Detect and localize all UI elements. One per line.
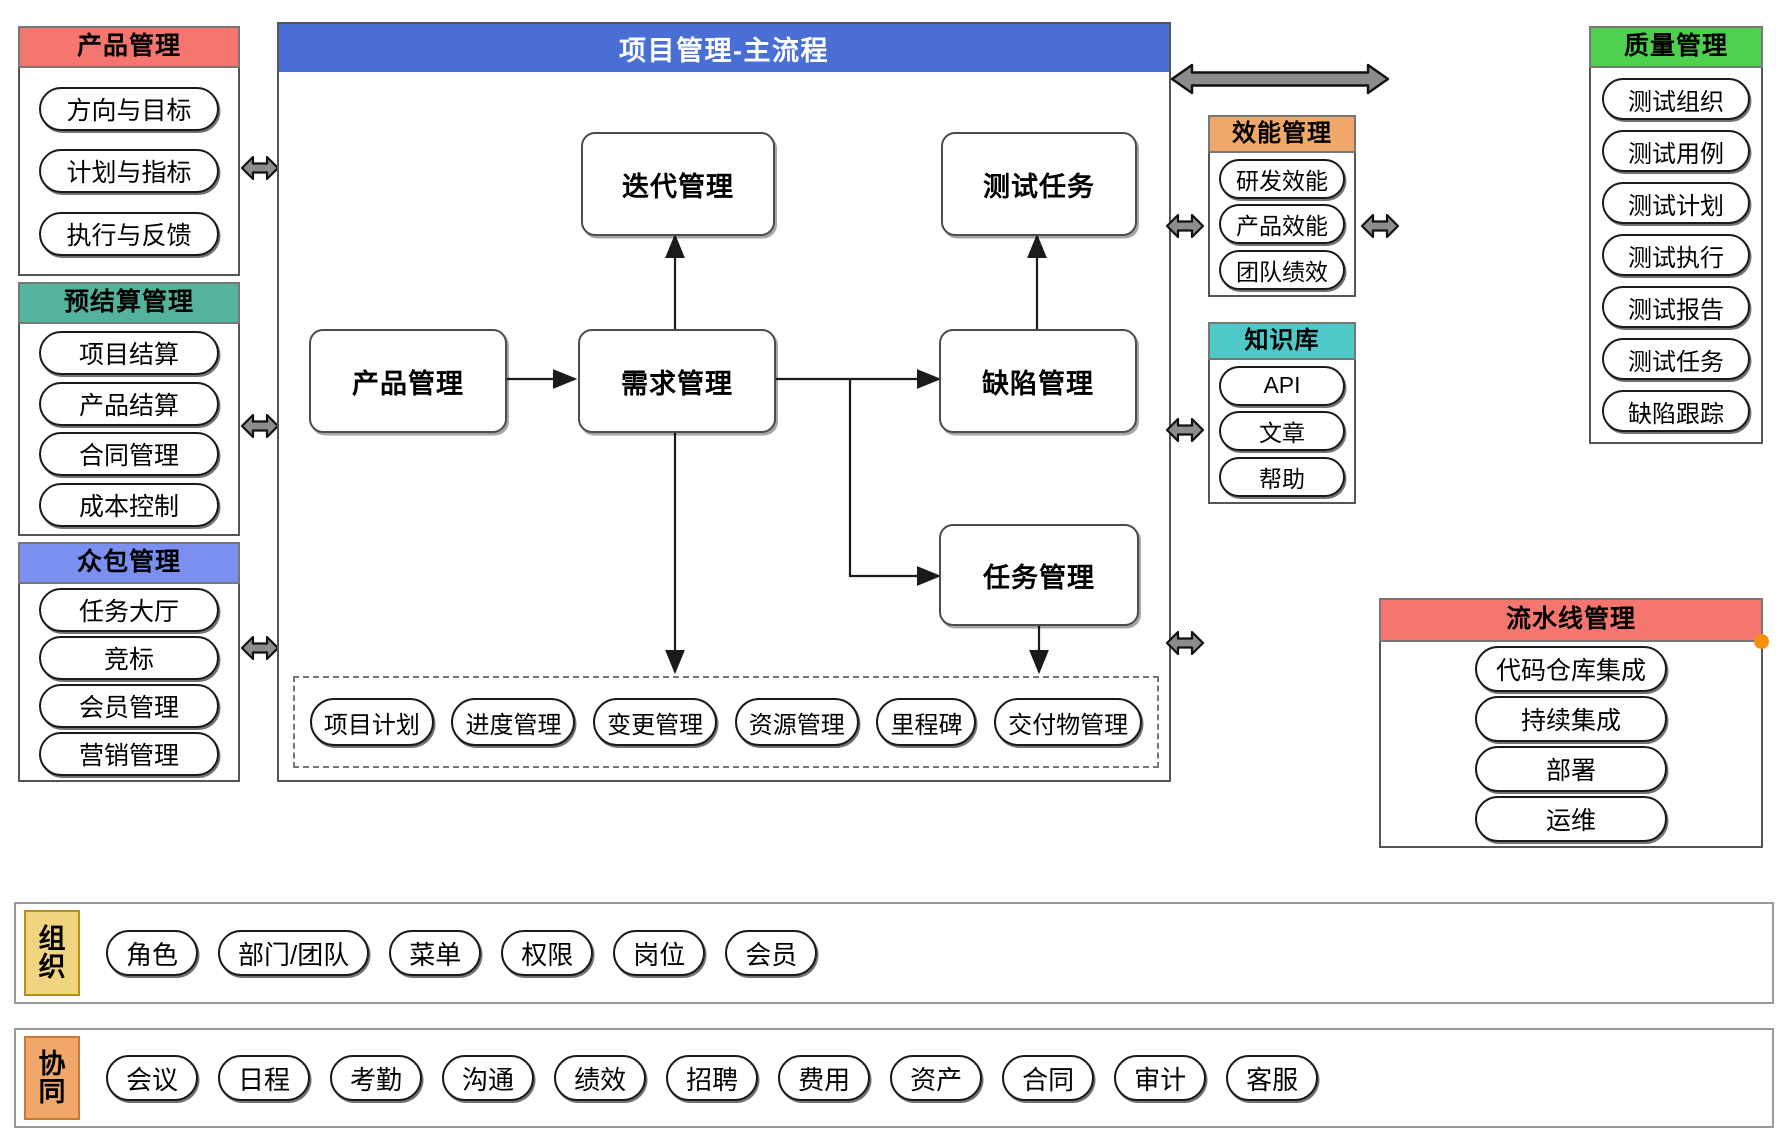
pill-rd-efficiency[interactable]: 研发效能 xyxy=(1219,158,1345,199)
pill-deployment[interactable]: 部署 xyxy=(1475,746,1667,792)
bar-label-collaboration: 协同 xyxy=(24,1036,80,1120)
pill-position[interactable]: 岗位 xyxy=(613,930,706,976)
node-requirement-management[interactable]: 需求管理 xyxy=(578,329,776,433)
pill-code-repo-integration[interactable]: 代码仓库集成 xyxy=(1475,646,1667,692)
bar-collaboration: 协同 会议 日程 考勤 沟通 绩效 招聘 费用 资产 合同 审计 客服 xyxy=(14,1028,1774,1128)
panel-header-quality-management: 质量管理 xyxy=(1589,26,1763,68)
pill-direction-goal[interactable]: 方向与目标 xyxy=(39,86,219,131)
panel-header-pipeline-label: 流水线管理 xyxy=(1505,605,1636,634)
double-arrow-crowdsourcing-to-flow xyxy=(240,635,280,661)
pill-audit[interactable]: 审计 xyxy=(1114,1055,1207,1101)
panel-header-efficiency: 效能管理 xyxy=(1208,115,1356,153)
panel-header-pipeline-management: 流水线管理 xyxy=(1379,598,1769,649)
double-arrow-flow-to-pipeline xyxy=(1165,630,1205,656)
pill-test-plan[interactable]: 测试计划 xyxy=(1602,182,1750,224)
panel-efficiency-management[interactable]: 效能管理 研发效能 产品效能 团队绩效 xyxy=(1208,115,1356,297)
pill-product-settlement[interactable]: 产品结算 xyxy=(39,381,219,426)
pill-performance[interactable]: 绩效 xyxy=(554,1055,647,1101)
pill-asset[interactable]: 资产 xyxy=(890,1055,983,1101)
project-plan-group: 项目计划 进度管理 变更管理 资源管理 里程碑 交付物管理 xyxy=(293,676,1159,768)
pill-meeting[interactable]: 会议 xyxy=(106,1055,199,1101)
pill-milestone[interactable]: 里程碑 xyxy=(876,698,977,746)
bar-organization: 组织 角色 部门/团队 菜单 权限 岗位 会员 xyxy=(14,902,1774,1004)
pill-article[interactable]: 文章 xyxy=(1219,411,1345,451)
pill-expense[interactable]: 费用 xyxy=(778,1055,871,1101)
panel-quality-management[interactable]: 质量管理 测试组织 测试用例 测试计划 测试执行 测试报告 测试任务 缺陷跟踪 xyxy=(1589,26,1763,444)
pill-change-management[interactable]: 变更管理 xyxy=(593,698,718,746)
pill-contract-management[interactable]: 合同管理 xyxy=(39,432,219,477)
pill-plan-metrics[interactable]: 计划与指标 xyxy=(39,149,219,193)
node-test-task[interactable]: 测试任务 xyxy=(941,132,1137,236)
pill-marketing-management[interactable]: 营销管理 xyxy=(39,732,219,776)
pill-defect-tracking[interactable]: 缺陷跟踪 xyxy=(1602,390,1750,432)
main-flow-panel: 项目管理-主流程 迭代管理 测试任务 产品管理 需 xyxy=(277,22,1171,782)
panel-header-product-management: 产品管理 xyxy=(18,26,240,68)
bar-items-collaboration: 会议 日程 考勤 沟通 绩效 招聘 费用 资产 合同 审计 客服 xyxy=(80,1030,1772,1126)
pill-task-hall[interactable]: 任务大厅 xyxy=(39,588,219,632)
double-arrow-budget-to-flow xyxy=(240,413,280,439)
pill-cost-control[interactable]: 成本控制 xyxy=(39,483,219,528)
pill-attendance[interactable]: 考勤 xyxy=(330,1055,423,1101)
pill-continuous-integration[interactable]: 持续集成 xyxy=(1475,696,1667,742)
node-iteration-management[interactable]: 迭代管理 xyxy=(581,132,775,236)
panel-header-budget-settlement: 预结算管理 xyxy=(18,282,240,324)
pill-test-report[interactable]: 测试报告 xyxy=(1602,286,1750,328)
node-defect-management[interactable]: 缺陷管理 xyxy=(939,329,1137,433)
pill-execution-feedback[interactable]: 执行与反馈 xyxy=(39,211,219,256)
double-arrow-flow-to-knowledge-base xyxy=(1165,417,1205,443)
node-task-management[interactable]: 任务管理 xyxy=(939,524,1139,626)
pill-department-team[interactable]: 部门/团队 xyxy=(218,930,370,976)
double-arrow-product-to-flow xyxy=(240,155,280,181)
pill-operations[interactable]: 运维 xyxy=(1475,796,1667,842)
pill-menu[interactable]: 菜单 xyxy=(389,930,482,976)
panel-pipeline-management[interactable]: 流水线管理 代码仓库集成 持续集成 部署 运维 xyxy=(1379,598,1769,848)
double-arrow-flow-to-quality xyxy=(1170,63,1390,95)
pill-product-efficiency[interactable]: 产品效能 xyxy=(1219,204,1345,244)
panel-header-knowledge-base: 知识库 xyxy=(1208,322,1356,360)
pill-project-plan[interactable]: 项目计划 xyxy=(309,698,434,746)
panel-crowdsourcing-management[interactable]: 众包管理 任务大厅 竞标 会员管理 营销管理 xyxy=(18,542,240,782)
pill-test-task[interactable]: 测试任务 xyxy=(1602,338,1750,380)
pill-resource-management[interactable]: 资源管理 xyxy=(734,698,859,746)
double-arrow-efficiency-to-quality xyxy=(1360,213,1400,239)
pill-project-settlement[interactable]: 项目结算 xyxy=(39,330,219,375)
pill-communication[interactable]: 沟通 xyxy=(442,1055,535,1101)
pill-bidding[interactable]: 竞标 xyxy=(39,636,219,680)
pill-role[interactable]: 角色 xyxy=(106,930,199,976)
pill-schedule[interactable]: 日程 xyxy=(218,1055,311,1101)
pill-test-organization[interactable]: 测试组织 xyxy=(1602,78,1750,120)
pill-contract[interactable]: 合同 xyxy=(1002,1055,1095,1101)
pill-api[interactable]: API xyxy=(1219,365,1345,406)
bar-label-organization: 组织 xyxy=(24,910,80,996)
pill-deliverable-management[interactable]: 交付物管理 xyxy=(994,698,1143,746)
pill-help[interactable]: 帮助 xyxy=(1219,456,1345,497)
panel-budget-settlement[interactable]: 预结算管理 项目结算 产品结算 合同管理 成本控制 xyxy=(18,282,240,536)
pill-customer-service[interactable]: 客服 xyxy=(1226,1055,1319,1101)
pill-test-case[interactable]: 测试用例 xyxy=(1602,130,1750,172)
pill-progress-management[interactable]: 进度管理 xyxy=(451,698,576,746)
main-flow-title: 项目管理-主流程 xyxy=(279,24,1169,72)
status-dot-icon xyxy=(1754,634,1769,649)
pill-recruitment[interactable]: 招聘 xyxy=(666,1055,759,1101)
panel-product-management[interactable]: 产品管理 方向与目标 计划与指标 执行与反馈 xyxy=(18,26,240,276)
bar-items-organization: 角色 部门/团队 菜单 权限 岗位 会员 xyxy=(80,904,1772,1002)
panel-header-crowdsourcing: 众包管理 xyxy=(18,542,240,584)
double-arrow-flow-to-efficiency xyxy=(1165,213,1205,239)
pill-permission[interactable]: 权限 xyxy=(501,930,594,976)
pill-test-execution[interactable]: 测试执行 xyxy=(1602,234,1750,276)
panel-knowledge-base[interactable]: 知识库 API 文章 帮助 xyxy=(1208,322,1356,504)
pill-team-performance[interactable]: 团队绩效 xyxy=(1219,249,1345,290)
pill-member-management[interactable]: 会员管理 xyxy=(39,684,219,728)
node-product-management[interactable]: 产品管理 xyxy=(309,329,507,433)
pill-member[interactable]: 会员 xyxy=(725,930,818,976)
